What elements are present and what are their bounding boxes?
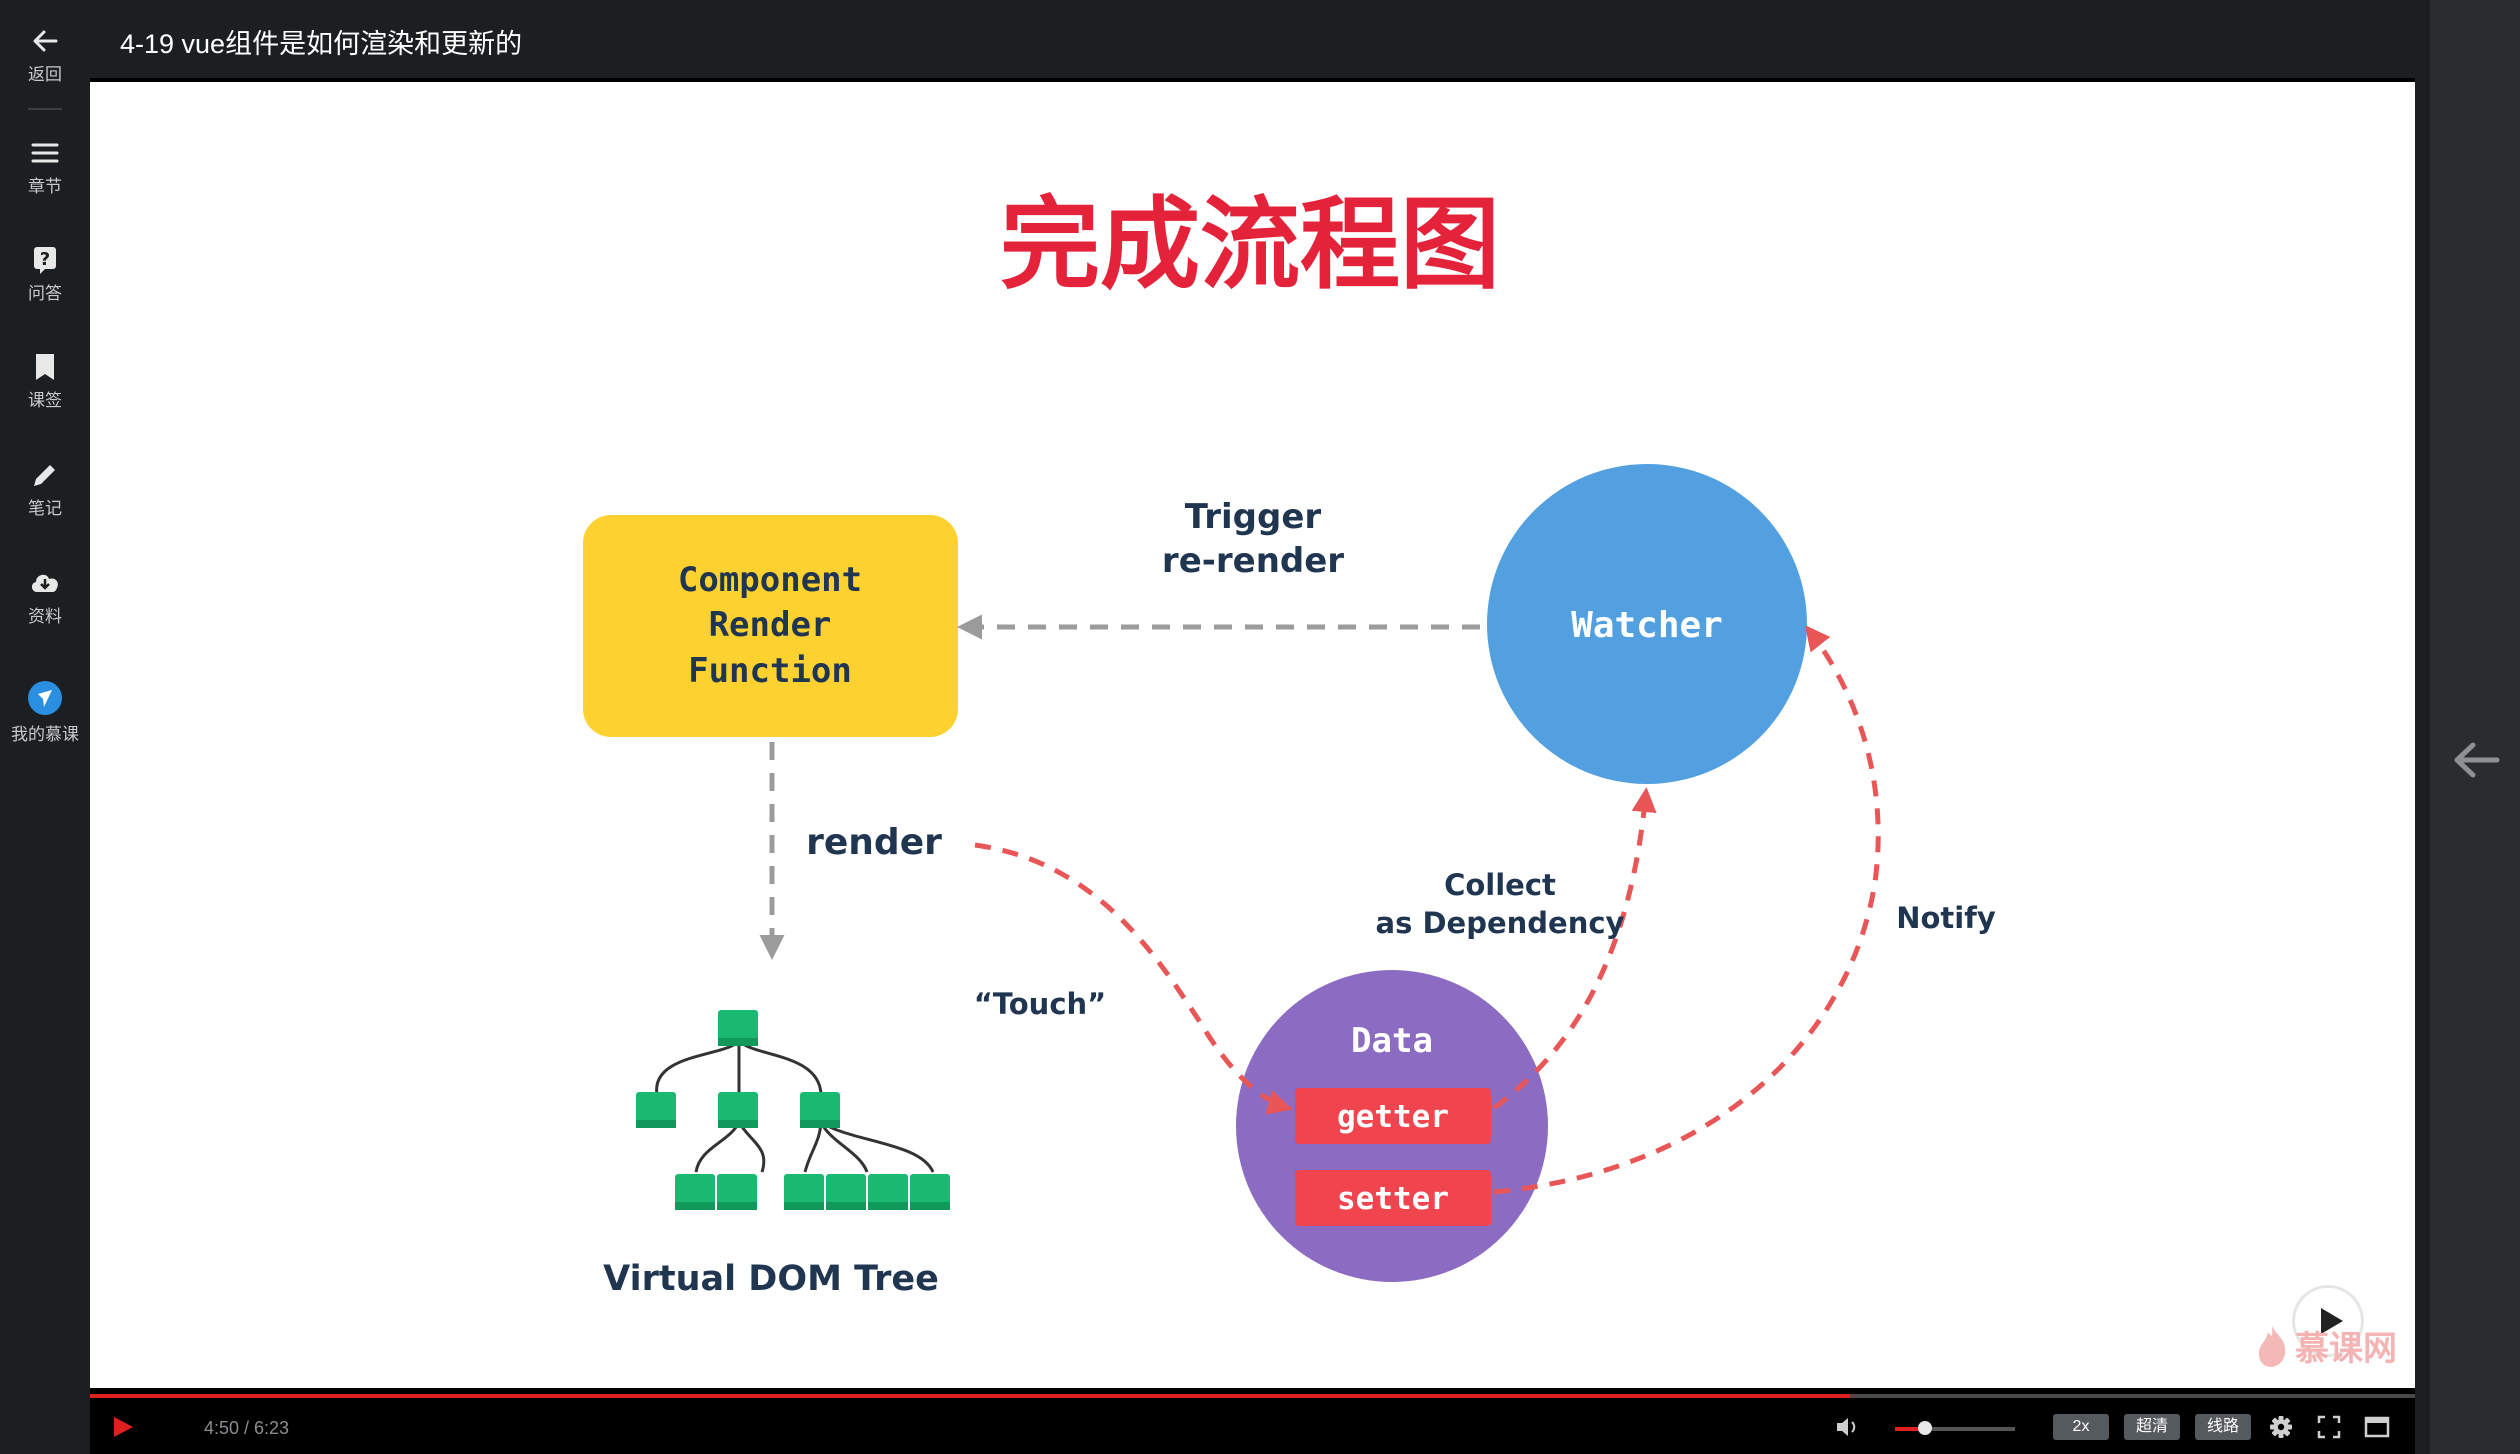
watermark: 慕课网 [2255,1321,2397,1370]
getter-label: getter [1337,1099,1449,1135]
notes-label: 笔记 [28,499,62,518]
materials-label: 资料 [28,607,62,626]
fullscreen-icon[interactable] [2316,1414,2342,1440]
slide-title: 完成流程图 [1000,186,1500,303]
gear-icon[interactable] [2268,1414,2294,1440]
notify-arrow [1493,625,1881,1195]
chapters-menu-icon [31,143,59,163]
touch-label: “Touch” [974,987,1106,1021]
play-icon[interactable] [110,1414,136,1440]
trigger-line1: Trigger [1185,497,1322,537]
volume-handle[interactable] [1918,1421,1932,1435]
svg-text:?: ? [40,249,50,270]
left-sidebar: 返回 章节 ? 问答 课签 笔记 资料 [0,0,91,1454]
qa-label: 问答 [28,284,62,303]
volume-icon[interactable] [1835,1416,1861,1438]
setter-label: setter [1337,1181,1449,1217]
window-mode-icon[interactable] [2364,1414,2390,1440]
pencil-icon [34,465,55,486]
back-arrow-icon [33,30,58,52]
sidebar-item-chapters[interactable]: 章节 [0,138,90,197]
render-label: render [806,822,942,863]
volume-fill [1895,1427,1925,1431]
flow-diagram: 完成流程图 Component Render Function Watcher … [583,186,1996,1299]
right-rail [2430,0,2520,1454]
sidebar-item-my-courses[interactable]: 我的慕课 [0,680,90,745]
collect-dependency-arrow [1492,787,1657,1111]
data-label: Data [1351,1021,1433,1061]
back-button[interactable]: 返回 [0,26,90,85]
sidebar-item-qa[interactable]: ? 问答 [0,245,90,304]
volume-slider[interactable] [1895,1421,2015,1435]
cloud-download-icon [31,574,58,592]
setter-box [1295,1170,1491,1226]
player-controls: 4:50 / 6:23 2x 超清 线路 [90,1388,2415,1454]
component-render-box [583,515,958,737]
route-button[interactable]: 线路 [2195,1414,2251,1440]
getter-box [1295,1088,1491,1144]
expand-panel-arrow-icon[interactable] [2445,735,2505,785]
flame-logo-icon [2258,1325,2286,1367]
virtual-dom-tree-icon [636,1010,950,1210]
video-frame[interactable]: 完成流程图 Component Render Function Watcher … [90,82,2415,1388]
question-icon: ? [34,247,56,274]
vdom-label: Virtual DOM Tree [603,1259,939,1299]
sidebar-item-materials[interactable]: 资料 [0,568,90,627]
touch-arrow [974,842,1293,1115]
video-header: 4-19 vue组件是如何渲染和更新的 [90,0,2430,78]
play-triangle-icon [2321,1308,2343,1334]
time-display: 4:50 / 6:23 [204,1418,290,1438]
collect-line2: as Dependency [1376,906,1625,940]
video-title: 4-19 vue组件是如何渲染和更新的 [120,29,523,59]
header-divider [90,78,2415,82]
watcher-label: Watcher [1571,605,1723,646]
my-courses-label: 我的慕课 [11,725,79,744]
back-label: 返回 [28,65,62,84]
component-line3: Function [688,651,852,691]
sidebar-divider [28,108,62,110]
component-line2: Render [709,605,832,645]
trigger-line2: re-render [1162,541,1344,581]
speed-button[interactable]: 2x [2053,1414,2109,1440]
watermark-text: 慕课网 [2295,1329,2397,1369]
progress-bar[interactable] [90,1394,2415,1398]
collect-line1: Collect [1444,868,1556,902]
watcher-circle [1487,464,1807,784]
quality-button[interactable]: 超清 [2124,1414,2180,1440]
bookmarks-label: 课签 [28,391,62,410]
sidebar-item-notes[interactable]: 笔记 [0,460,90,519]
big-play-button[interactable] [2295,1288,2361,1354]
sidebar-item-bookmarks[interactable]: 课签 [0,352,90,411]
progress-fill [90,1394,1851,1398]
my-courses-icon [28,681,62,715]
component-line1: Component [678,560,862,600]
notify-label: Notify [1896,901,1996,935]
bookmark-icon [36,354,54,380]
chapters-label: 章节 [28,177,62,196]
